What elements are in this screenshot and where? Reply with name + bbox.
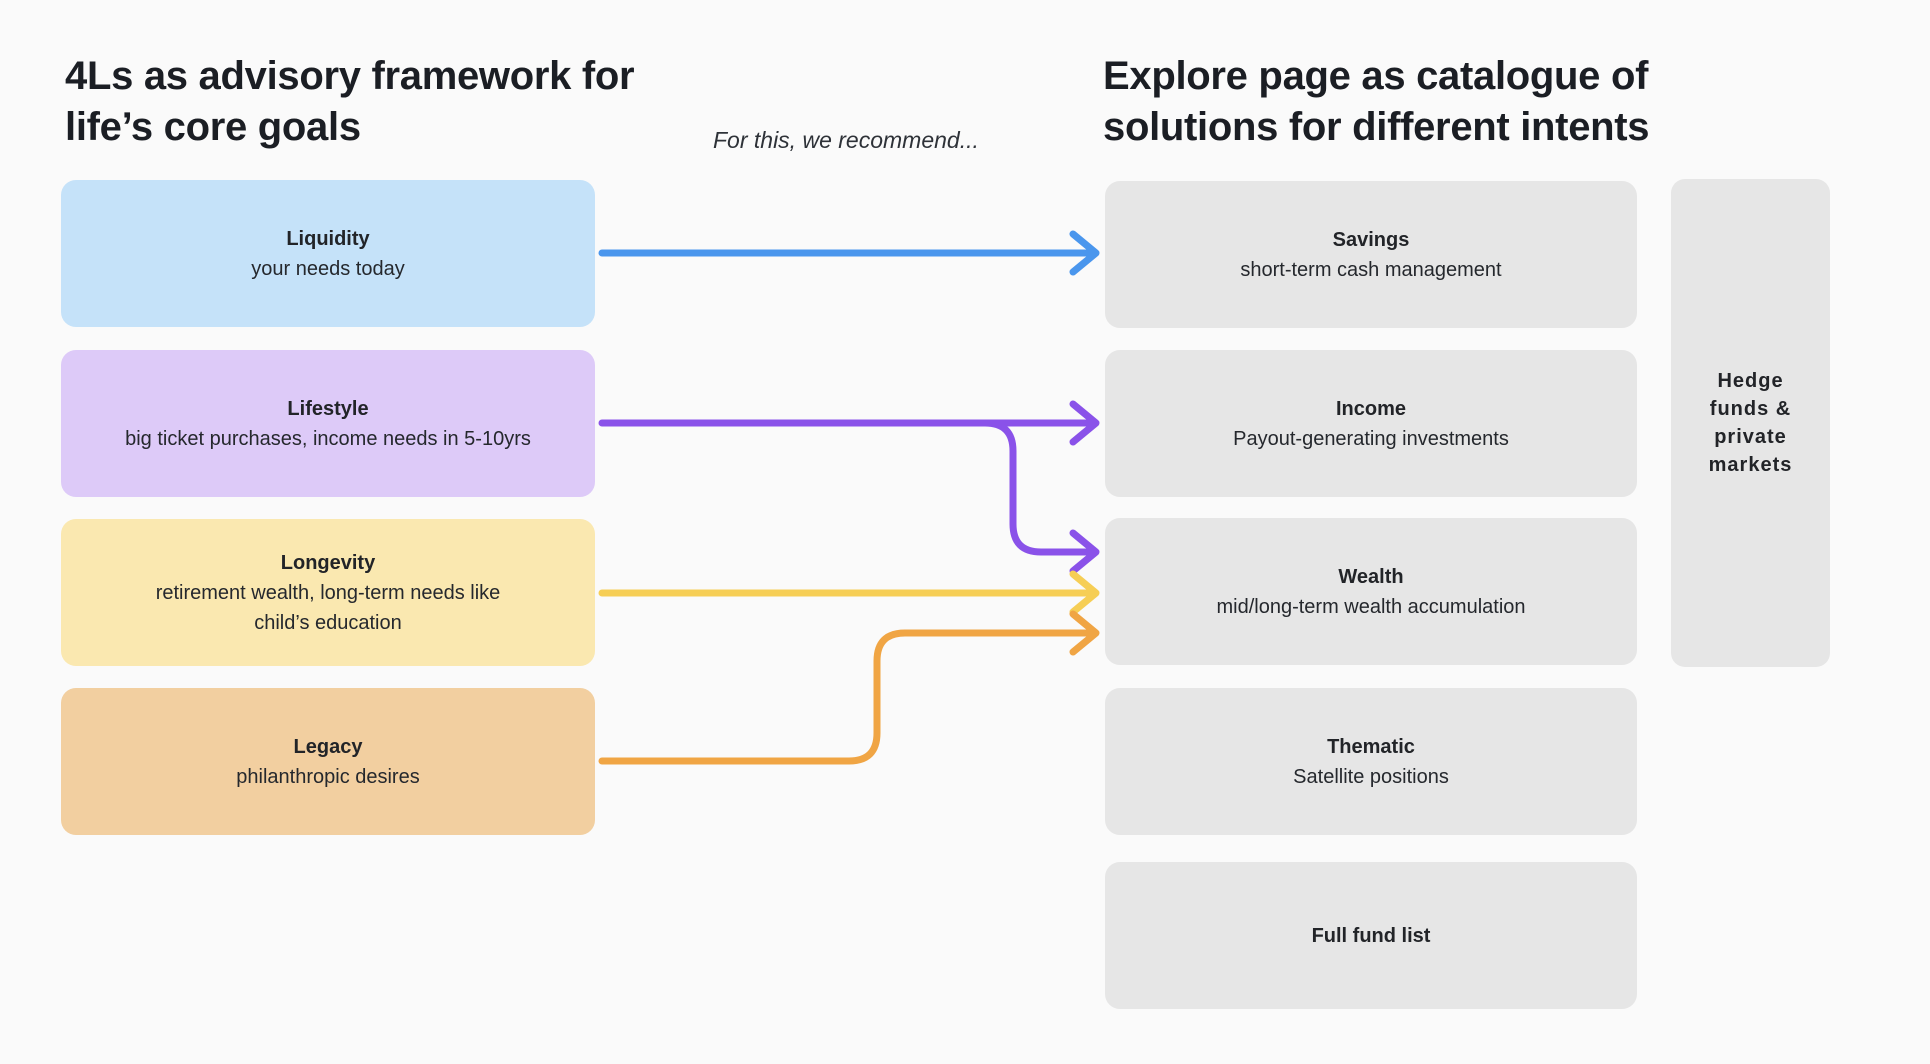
goal-label: Legacy [293,735,363,758]
solution-description: mid/long-term wealth accumulation [1216,595,1526,618]
goal-label: Liquidity [286,227,370,250]
arrow-liquidity-savings-head [1069,230,1100,276]
arrow-lifestyle-wealth-head [1069,529,1100,575]
goal-label: Lifestyle [287,397,369,420]
solution-label: Savings [1332,228,1410,251]
goal-box-liquidity: Liquidity your needs today [61,180,595,327]
goal-box-longevity: Longevity retirement wealth, long-term n… [61,519,595,666]
solution-box-savings: Savings short-term cash management [1105,181,1637,328]
recommend-label: For this, we recommend... [713,127,979,153]
goal-label: Longevity [280,551,376,574]
solution-label: Thematic [1327,735,1415,758]
solution-box-wealth: Wealth mid/long-term wealth accumulation [1105,518,1637,665]
solution-label: Wealth [1338,565,1404,588]
goal-description: big ticket purchases, income needs in 5-… [125,427,531,450]
solution-box-income: Income Payout-generating investments [1105,350,1637,497]
arrow-lifestyle-wealth-line [981,419,1097,556]
solution-description: Satellite positions [1293,765,1449,788]
solution-description: Payout-generating investments [1233,427,1509,450]
goal-box-lifestyle: Lifestyle big ticket purchases, income n… [61,350,595,497]
solution-label: Income [1335,397,1407,420]
arrow-longevity-wealth-head [1069,570,1100,616]
goal-box-legacy: Legacy philanthropic desires [61,688,595,835]
solution-box-full-fund-list: Full fund list [1105,862,1637,1009]
goal-description: your needs today [251,257,405,280]
goal-description: philanthropic desires [236,765,420,788]
arrow-legacy-wealth-line [598,629,1097,765]
arrow-lifestyle-income-head [1069,400,1100,446]
solution-description: short-term cash management [1240,258,1502,281]
solution-box-thematic: Thematic Satellite positions [1105,688,1637,835]
solution-label: Full fund list [1311,924,1431,947]
arrow-legacy-wealth-head [1069,610,1100,656]
